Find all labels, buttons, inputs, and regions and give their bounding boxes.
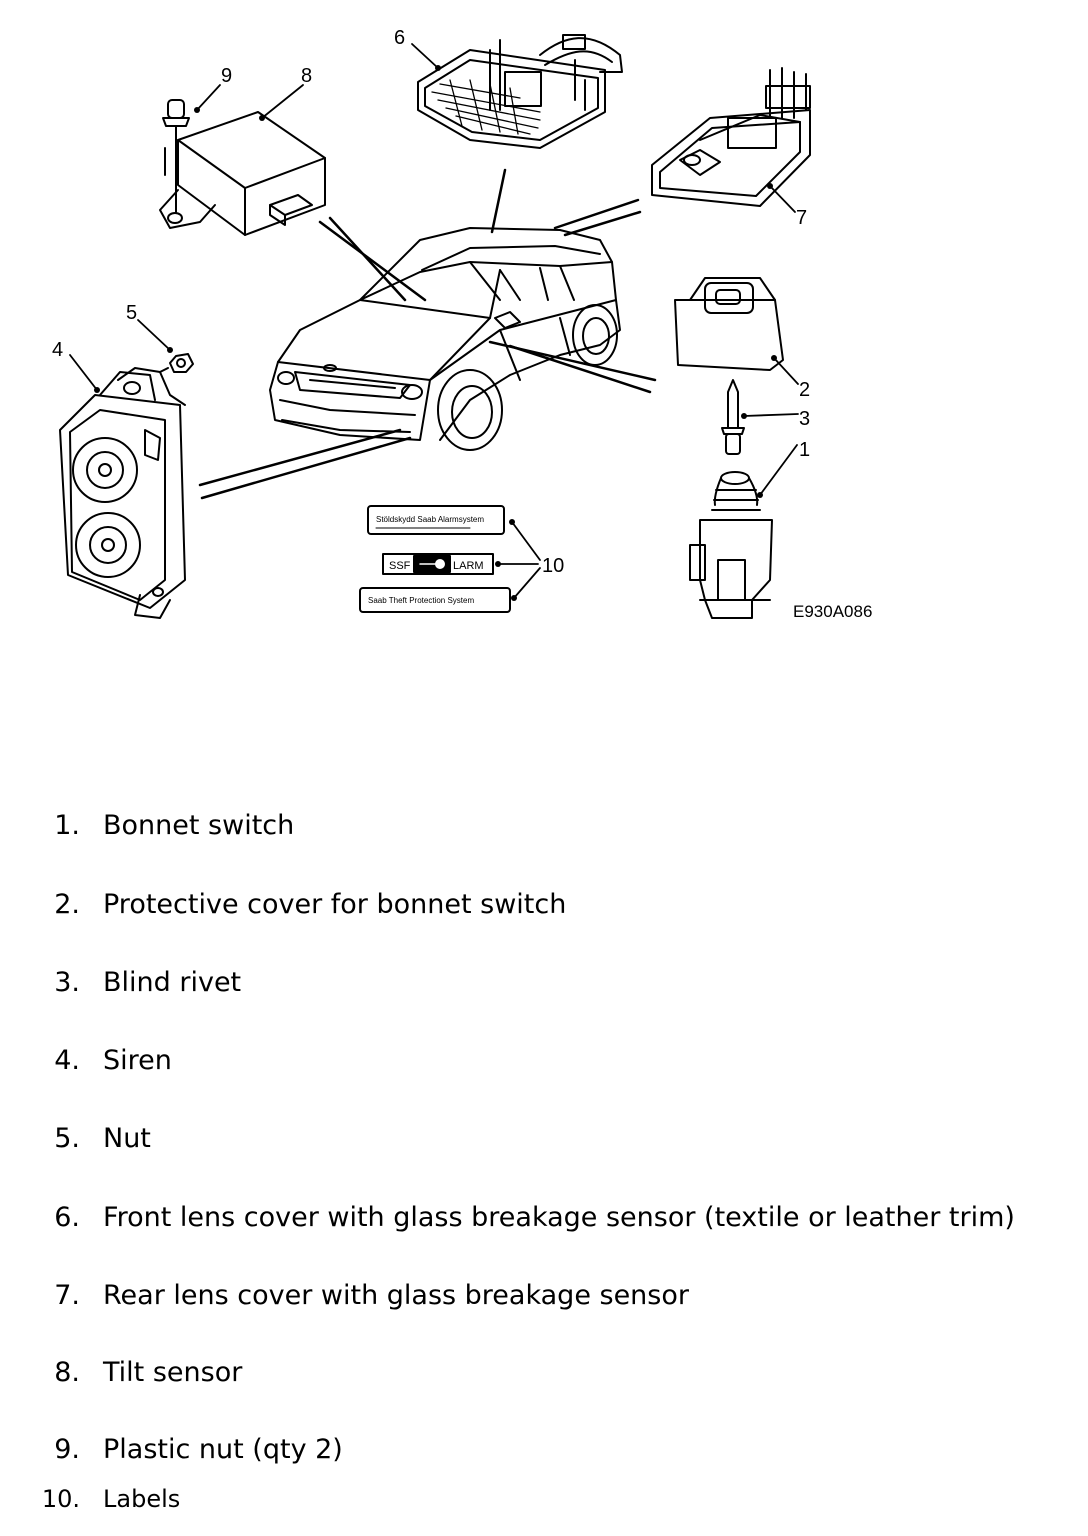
blind-rivet-illustration: [721, 379, 745, 455]
callout-10: 10: [542, 555, 564, 577]
legend-text: Bonnet switch: [103, 810, 295, 841]
legend-item-7: 7. Rear lens cover with glass breakage s…: [0, 1279, 1088, 1313]
legend-number: 10.: [41, 1485, 80, 1513]
legend-number: 1.: [54, 810, 80, 841]
legend-text: Rear lens cover with glass breakage sens…: [103, 1280, 689, 1311]
legend-item-10: 10. Labels: [0, 1482, 1088, 1516]
legend-text: Nut: [103, 1123, 151, 1154]
tilt-sensor-illustration: [159, 111, 326, 236]
nut-illustration: [159, 353, 194, 373]
rear-lens-cover-illustration: [651, 67, 811, 207]
legend-number: 6.: [54, 1202, 80, 1233]
callout-5: 5: [126, 302, 137, 324]
car-illustration: [269, 227, 621, 451]
legend-text: Plastic nut (qty 2): [103, 1434, 343, 1465]
callout-9: 9: [221, 65, 232, 87]
label-stickers-illustration: [359, 505, 511, 613]
legend-item-5: 5. Nut: [0, 1122, 1088, 1156]
legend-item-3: 3. Blind rivet: [0, 966, 1088, 1000]
callout-8: 8: [301, 65, 312, 87]
sticker-2-right-text: LARM: [453, 560, 484, 572]
plastic-nut-illustration: [162, 99, 190, 213]
sticker-3-text: Saab Theft Protection System: [368, 596, 474, 605]
callout-6: 6: [394, 27, 405, 49]
legend-number: 9.: [54, 1434, 80, 1465]
front-lens-cover-illustration: [417, 34, 623, 149]
legend-text: Blind rivet: [103, 967, 242, 998]
legend-item-2: 2. Protective cover for bonnet switch: [0, 888, 1088, 922]
legend-text: Protective cover for bonnet switch: [103, 889, 567, 920]
callout-leaders: [69, 43, 799, 599]
callout-3: 3: [799, 408, 810, 430]
legend-number: 7.: [54, 1280, 80, 1311]
legend-item-4: 4. Siren: [0, 1044, 1088, 1078]
protective-cover-illustration: [674, 277, 784, 371]
legend-number: 4.: [54, 1045, 80, 1076]
siren-illustration: [59, 367, 186, 619]
callout-dots: [94, 65, 777, 601]
legend-text: Siren: [103, 1045, 172, 1076]
callout-2: 2: [799, 379, 810, 401]
callout-7: 7: [796, 207, 807, 229]
drawing-code: E930A086: [793, 602, 872, 621]
legend-text: Front lens cover with glass breakage sen…: [103, 1202, 1015, 1233]
sticker-1-text: Stöldskydd Saab Alarmsystem: [376, 515, 484, 524]
legend-number: 3.: [54, 967, 80, 998]
legend-item-9: 9. Plastic nut (qty 2): [0, 1433, 1088, 1467]
legend-number: 8.: [54, 1357, 80, 1388]
leader-lines: [198, 168, 657, 500]
callout-1: 1: [799, 439, 810, 461]
legend-item-1: 1. Bonnet switch: [0, 809, 1088, 843]
legend-text: Labels: [103, 1485, 181, 1513]
legend-item-8: 8. Tilt sensor: [0, 1356, 1088, 1390]
legend-item-6: 6. Front lens cover with glass breakage …: [0, 1201, 1088, 1235]
callout-4: 4: [52, 339, 63, 361]
bonnet-switch-illustration: [689, 471, 773, 619]
legend-number: 5.: [54, 1123, 80, 1154]
alarm-components-diagram: Stöldskydd Saab Alarmsystem SSF LARM Saa…: [52, 27, 872, 621]
sticker-2-left-text: SSF: [389, 560, 411, 572]
legend-number: 2.: [54, 889, 80, 920]
legend-text: Tilt sensor: [103, 1357, 243, 1388]
